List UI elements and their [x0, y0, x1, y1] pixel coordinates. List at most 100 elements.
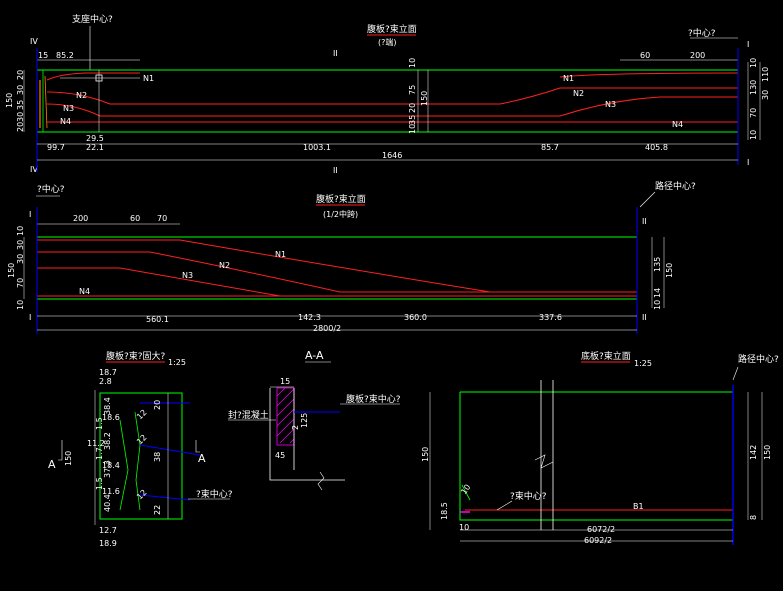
- view5-dim-left-10a: 10: [459, 523, 469, 532]
- view5-dim-bottom-6072: 6072/2: [587, 525, 615, 534]
- view5-road-center-label: 路径中心?: [738, 353, 779, 365]
- view1-dim-bottom-221: 22.1: [86, 143, 104, 152]
- view3-dim-15a: 1.5: [95, 417, 104, 430]
- view1-dim-left-150: 150: [5, 93, 14, 108]
- view1-dim-top-15: 15: [38, 51, 48, 60]
- view2-mid-span-elevation: ?中心? 腹板?束立面 (1/2中跨) 路径中心? I I II II 200 …: [7, 180, 696, 334]
- view3-tendon-center-label: ?束中心?: [196, 488, 233, 500]
- view5-tendon-b1-label: B1: [633, 502, 644, 511]
- view1-dim-mid-20: 20: [408, 103, 417, 113]
- view4-seal-block: [276, 387, 295, 446]
- view4-dim-125: 125: [300, 413, 309, 428]
- view1-section-mark-i-top: I: [747, 40, 749, 49]
- view2-section-mark-ii-top: II: [642, 217, 647, 226]
- view1-dim-left-20b: 20: [16, 122, 25, 132]
- view1-dim-bottom-997: 99.7: [47, 143, 65, 152]
- view1-section-mark-iv-bottom: IV: [30, 165, 38, 174]
- view5-dim-right-8: 8: [749, 515, 758, 520]
- view1-tendon-n2-label: N2: [76, 91, 87, 100]
- view1-tendon-n3-label-right: N3: [605, 100, 616, 109]
- view3-dim-384: 38.4: [103, 397, 112, 415]
- view2-dim-bottom-1423: 142.3: [298, 313, 321, 322]
- view1-dim-right-30: 30: [761, 90, 770, 100]
- view1-tendon-n2-label-right: N2: [573, 89, 584, 98]
- view5-slab-outline: [459, 392, 733, 521]
- view1-dim-mid-150: 150: [420, 91, 429, 106]
- view3-dim-127: 12.7: [99, 526, 117, 535]
- view2-center-label: ?中心?: [37, 183, 65, 195]
- view2-dim-bottom-5601: 560.1: [146, 315, 169, 324]
- view1-section-mark-ii-bottom: II: [333, 166, 338, 175]
- view1-end-span-elevation: 支座中心? 腹板?束立面 (?端) ?中心? IV IV II II I I 1…: [5, 13, 770, 175]
- view1-title: 腹板?束立面: [367, 23, 417, 35]
- view3-dim-right-38: 38: [153, 452, 162, 462]
- view2-section-mark-i-top: I: [29, 210, 31, 219]
- view1-dim-mid-10b: 10: [408, 124, 417, 134]
- view2-dim-left-10a: 10: [16, 226, 25, 236]
- view1-dim-mid-75: 75: [408, 85, 417, 95]
- view2-dim-bottom-3600: 360.0: [404, 313, 427, 322]
- view1-support-center-label: 支座中心?: [72, 13, 113, 25]
- view2-tendon-n2-label: N2: [219, 261, 230, 270]
- view5-scale: 1:25: [634, 359, 652, 368]
- view2-dim-top-60: 60: [130, 214, 140, 223]
- view2-title: 腹板?束立面: [316, 193, 366, 205]
- view3-dim-186: 18.6: [102, 413, 120, 422]
- view3-dim-150: 150: [64, 451, 73, 466]
- view1-dim-bottom-857: 85.7: [541, 143, 559, 152]
- view3-dim-112: 11.2: [87, 439, 105, 448]
- view3-dim-right-20: 20: [153, 400, 162, 410]
- view2-dim-right-150: 150: [665, 263, 674, 278]
- view1-tendon-n1-label-right: N1: [563, 74, 574, 83]
- view1-dim-left-20a: 20: [16, 70, 25, 80]
- view4-tendon-center-label: 腹板?束中心?: [346, 393, 401, 405]
- view2-dim-top-70: 70: [157, 214, 167, 223]
- view2-section-mark-i-bottom: I: [29, 313, 31, 322]
- view2-beam-outline: [36, 236, 638, 300]
- view1-section-mark-i-bottom: I: [747, 158, 749, 167]
- view5-title: 底板?束立面: [581, 350, 631, 362]
- view3-dim-189: 18.9: [99, 539, 117, 548]
- view2-tendon-n3-label: N3: [182, 271, 193, 280]
- view3-dim-right-12a: 12: [135, 408, 149, 422]
- view4-dim-2: 2: [291, 425, 300, 430]
- view2-tendon-n1: [37, 239, 637, 293]
- view1-dim-bottom-4058: 405.8: [645, 143, 668, 152]
- view2-dim-left-30b: 30: [16, 254, 25, 264]
- view3-dim-187: 18.7: [99, 368, 117, 377]
- view3-dim-28: 2.8: [99, 377, 112, 386]
- view3-title: 腹板?束?固大?: [106, 350, 166, 362]
- view5-tendon-center-label: ?束中心?: [510, 490, 547, 502]
- view2-dim-right-14: 14: [653, 288, 662, 298]
- view3-dim-17: 1.7: [95, 447, 104, 460]
- view2-dim-left-150: 150: [7, 263, 16, 278]
- view1-section-mark-ii-top: II: [333, 49, 338, 58]
- view3-dim-184: 18.4: [102, 461, 120, 470]
- view5-dim-bottom-6092: 6092/2: [584, 536, 612, 545]
- view2-dim-top-200: 200: [73, 214, 88, 223]
- view3-dim-right-22: 22: [153, 505, 162, 515]
- view3-dim-382: 38.2: [103, 432, 112, 450]
- view5-dim-right-142: 142: [749, 445, 758, 460]
- view4-dim-15: 15: [280, 377, 290, 386]
- view1-dim-left-35: 35: [16, 100, 25, 110]
- view1-dim-mid-35: 35: [408, 115, 417, 125]
- view3-dim-116: 11.6: [102, 487, 120, 496]
- view1-tendon-n4-label: N4: [60, 117, 71, 126]
- view1-dim-right-10a: 10: [749, 58, 758, 68]
- view1-dim-right-110: 110: [761, 67, 770, 82]
- view5-dim-left-10b: 10: [459, 483, 472, 497]
- view2-tendon-n2: [37, 251, 637, 293]
- view1-dim-right-130: 130: [749, 80, 758, 95]
- view1-dim-overall: 1646: [382, 151, 402, 160]
- view2-road-center-label: 路径中心?: [655, 180, 696, 192]
- view2-tendon-n3: [37, 267, 637, 297]
- view1-tendon-n3-label: N3: [63, 104, 74, 113]
- view1-dim-top-852: 85.2: [56, 51, 74, 60]
- view3-scale: 1:25: [168, 358, 186, 367]
- view2-tendon-n1-label: N1: [275, 250, 286, 259]
- view1-dim-right-10b: 10: [749, 130, 758, 140]
- view1-dim-right-70: 70: [749, 108, 758, 118]
- view2-dim-bottom-3376: 337.6: [539, 313, 562, 322]
- view1-tendon-n3: [46, 96, 738, 117]
